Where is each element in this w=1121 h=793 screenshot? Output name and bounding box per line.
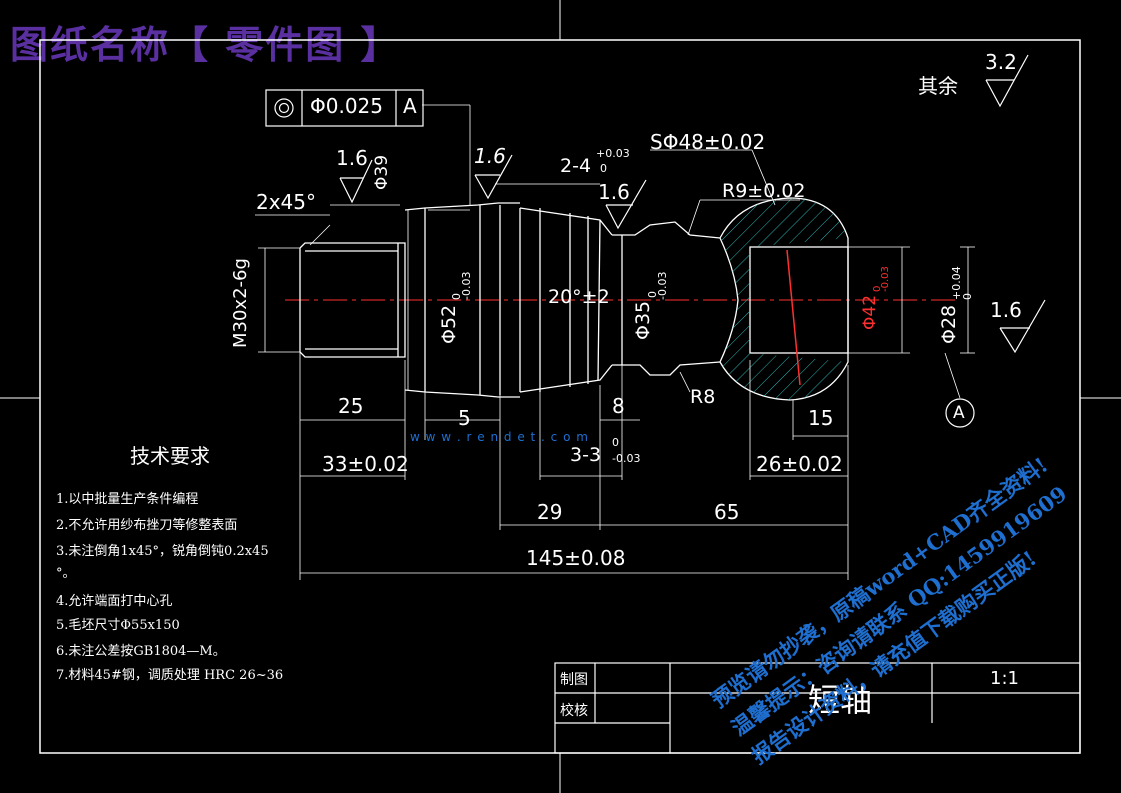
roughness-other-value: 3.2 (985, 50, 1017, 74)
dim-33: 33±0.02 (322, 452, 409, 476)
dim-groove-tol-low: 0 (600, 162, 607, 175)
dim-145: 145±0.08 (526, 546, 626, 570)
dim-groove-tol-up: +0.03 (596, 147, 630, 160)
roughness-symbols (339, 54, 1046, 354)
dim-3-3: 3-3 (570, 444, 602, 466)
roughness-value-1: 1.6 (336, 146, 368, 170)
dim-thread: M30x2-6g (230, 258, 251, 348)
tech-requirements-title: 技术要求 (130, 444, 210, 468)
dim-15: 15 (808, 406, 834, 430)
scale: 1:1 (990, 668, 1019, 689)
title-block (554, 662, 1081, 754)
dim-phi35: Φ35 (632, 300, 654, 340)
tech-note: 2.不允许用纱布挫刀等修整表面 (56, 518, 238, 533)
section-hatch (720, 198, 848, 400)
dim-phi42-tol: -0.03 (880, 266, 891, 292)
dim-3-tol-low: -0.03 (612, 452, 641, 465)
roughness-value-2: 1.6 (474, 144, 506, 168)
dim-65: 65 (714, 500, 740, 524)
tolerance-frame (265, 89, 424, 127)
datum-a-circle (945, 398, 975, 428)
tolerance-value: Φ0.025 (310, 94, 383, 118)
tech-note: °。 (56, 566, 76, 581)
datum-a-label: A (953, 403, 965, 423)
dim-sphere: SΦ48±0.02 (650, 130, 766, 154)
dim-phi28: Φ28 (938, 304, 960, 344)
dim-29: 29 (537, 500, 563, 524)
tech-note: 3.未注倒角1x45°，锐角倒钝0.2x45 (56, 544, 269, 559)
dim-r8: R8 (690, 386, 716, 408)
tolerance-datum: A (403, 94, 417, 118)
title-block-checked: 校核 (560, 703, 588, 719)
drawing-title-banner: 图纸名称【 零件图 】 (10, 22, 401, 67)
dimension-lines (255, 104, 975, 580)
dim-25: 25 (338, 394, 364, 418)
title-block-drawn: 制图 (560, 672, 588, 688)
dim-phi39: Φ39 (372, 154, 392, 190)
tech-note: 6.未注公差按GB1804—M。 (56, 644, 226, 659)
dim-chamfer: 2x45° (256, 190, 317, 214)
tech-note: 4.允许端面打中心孔 (56, 594, 173, 609)
roughness-other-label: 其余 (918, 74, 958, 98)
tech-note: 1.以中批量生产条件编程 (56, 492, 199, 507)
dim-8: 8 (612, 394, 625, 418)
dim-phi52: Φ52 (438, 304, 460, 344)
dim-26: 26±0.02 (756, 452, 843, 476)
roughness-value-3: 1.6 (598, 180, 630, 204)
dim-phi52-tol: -0.03 (460, 271, 473, 300)
dim-3-tol-up: 0 (612, 436, 619, 449)
dim-phi28-tol-low: 0 (961, 293, 974, 300)
tech-note: 7.材料45#钢，调质处理 HRC 26~36 (56, 668, 284, 683)
dim-phi35-tol: -0.03 (656, 271, 669, 300)
tech-note: 5.毛坯尺寸Φ55x150 (56, 618, 180, 633)
part-name: 短轴 (808, 681, 873, 719)
dim-groove: 2-4 (560, 155, 592, 177)
dim-5: 5 (458, 406, 471, 430)
dim-angle: 20°±2 (548, 286, 610, 308)
watermark-site: w w w . r e n d e t . c o m (410, 430, 589, 444)
dim-phi42: Φ42 (860, 294, 880, 330)
dim-r9: R9±0.02 (722, 180, 806, 202)
roughness-value-4: 1.6 (990, 298, 1022, 322)
